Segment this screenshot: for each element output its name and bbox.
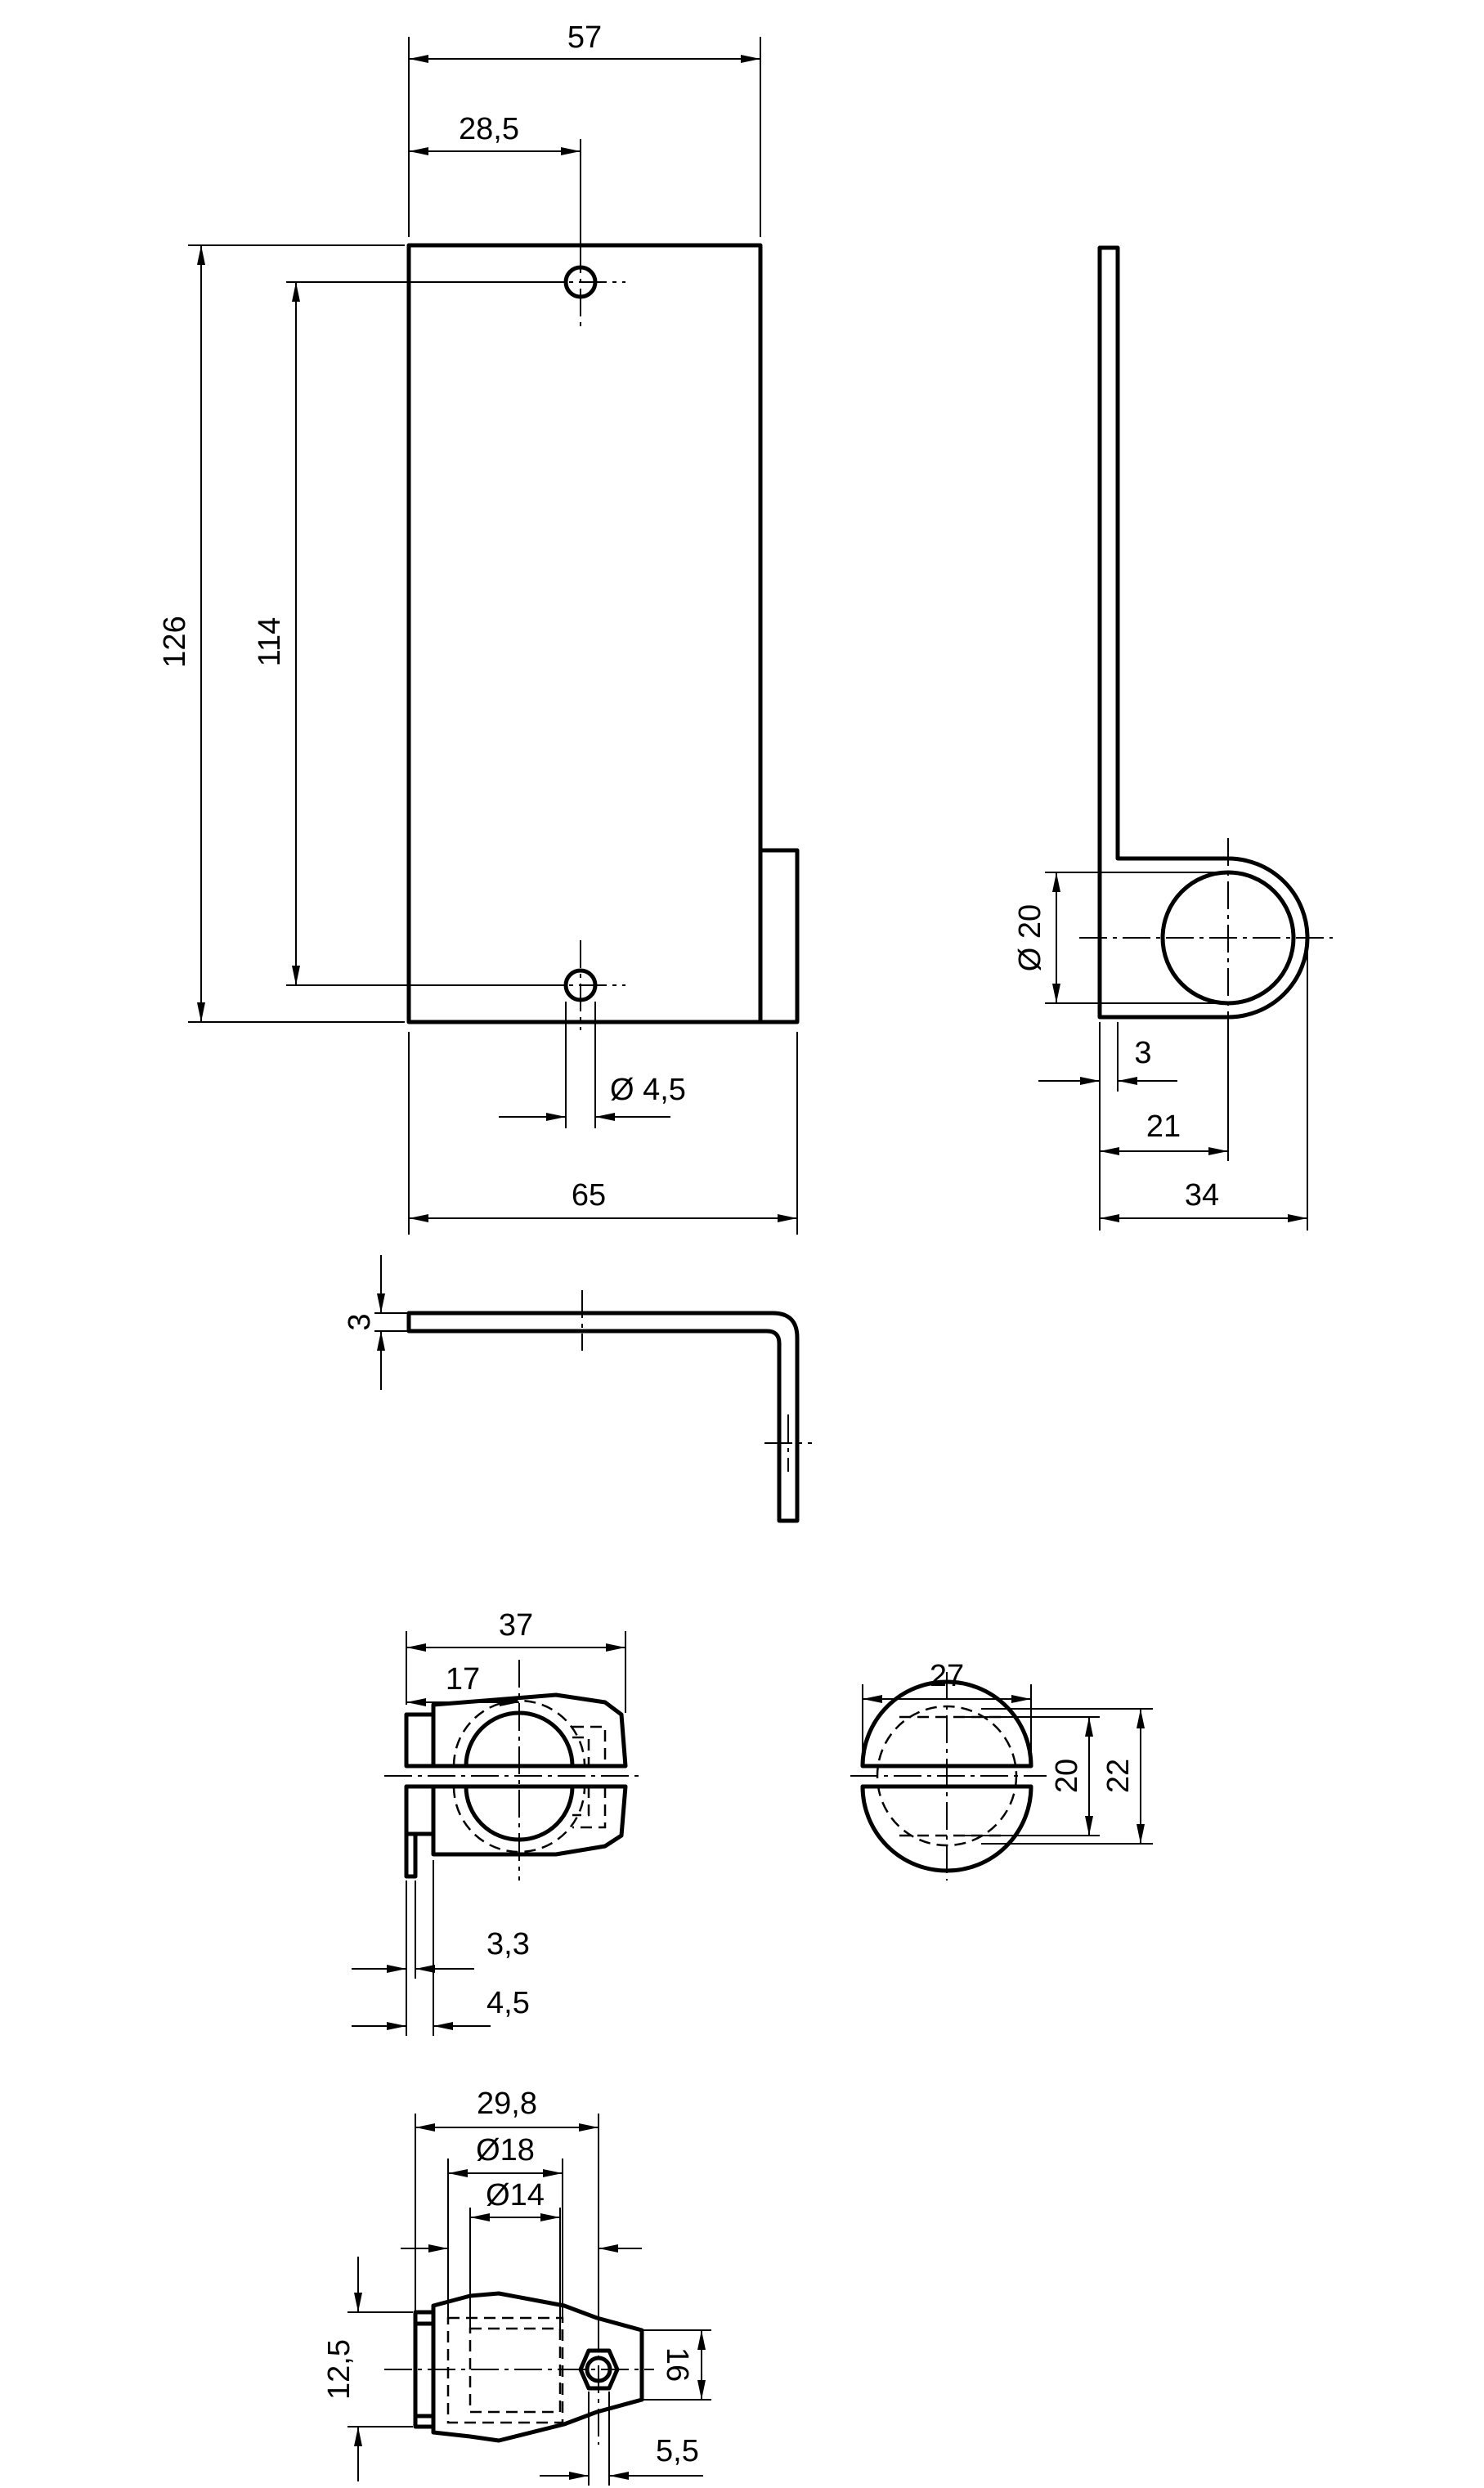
dim-bore-offset: 21 bbox=[1146, 1110, 1181, 1144]
bracket-side-dimensions: Ø 20 3 21 34 bbox=[1013, 872, 1308, 1231]
clamp-side-view bbox=[384, 1660, 642, 1881]
dim-side-depth: 34 bbox=[1185, 1178, 1219, 1213]
lower-clamp-view bbox=[384, 2291, 654, 2445]
dim-lower-nut: 5,5 bbox=[656, 2434, 699, 2468]
dim-hole-diameter: Ø 4,5 bbox=[610, 1073, 686, 1107]
dim-clamp-height: 22 bbox=[1101, 1759, 1136, 1793]
dim-clamp-step-a: 3,3 bbox=[486, 1927, 530, 1961]
bracket-top-view bbox=[406, 1290, 812, 1523]
dim-clamp-length: 37 bbox=[499, 1608, 533, 1643]
lower-clamp-dimensions: 29,8 Ø18 Ø14 12,5 16 5,5 bbox=[322, 2087, 711, 2486]
dim-lower-right-height: 16 bbox=[660, 2347, 694, 2382]
dim-bore-diameter: Ø 20 bbox=[1013, 904, 1047, 971]
dim-top-width: 57 bbox=[567, 20, 602, 55]
dim-bottom-width: 65 bbox=[572, 1178, 606, 1213]
clamp-front-view bbox=[850, 1672, 1047, 1881]
dim-lower-height: 12,5 bbox=[322, 2339, 356, 2400]
dim-hole-offset: 28,5 bbox=[459, 112, 519, 146]
clamp-front-dimensions: 27 20 22 bbox=[862, 1659, 1153, 1845]
bracket-front-view bbox=[406, 243, 800, 1030]
dim-lower-d14: Ø14 bbox=[486, 2178, 545, 2212]
dim-top-thickness: 3 bbox=[343, 1313, 377, 1330]
dim-clamp-center: 17 bbox=[446, 1662, 480, 1697]
bracket-side-view bbox=[1079, 245, 1333, 1038]
dim-clamp-width: 27 bbox=[930, 1659, 964, 1693]
dim-clamp-bore: 20 bbox=[1050, 1759, 1084, 1793]
dim-side-thickness: 3 bbox=[1134, 1036, 1151, 1070]
clamp-side-dimensions: 37 17 3,3 4,5 bbox=[352, 1608, 626, 2036]
bracket-front-dimensions: 57 28,5 126 114 Ø 4,5 65 bbox=[158, 20, 798, 1235]
dim-lower-length: 29,8 bbox=[477, 2087, 537, 2121]
dim-lower-d18: Ø18 bbox=[476, 2133, 535, 2167]
dim-total-height: 126 bbox=[158, 616, 192, 667]
bracket-top-dimensions: 3 bbox=[343, 1255, 409, 1390]
dim-clamp-step-b: 4,5 bbox=[486, 1986, 530, 2020]
dim-hole-spacing: 114 bbox=[253, 617, 287, 667]
